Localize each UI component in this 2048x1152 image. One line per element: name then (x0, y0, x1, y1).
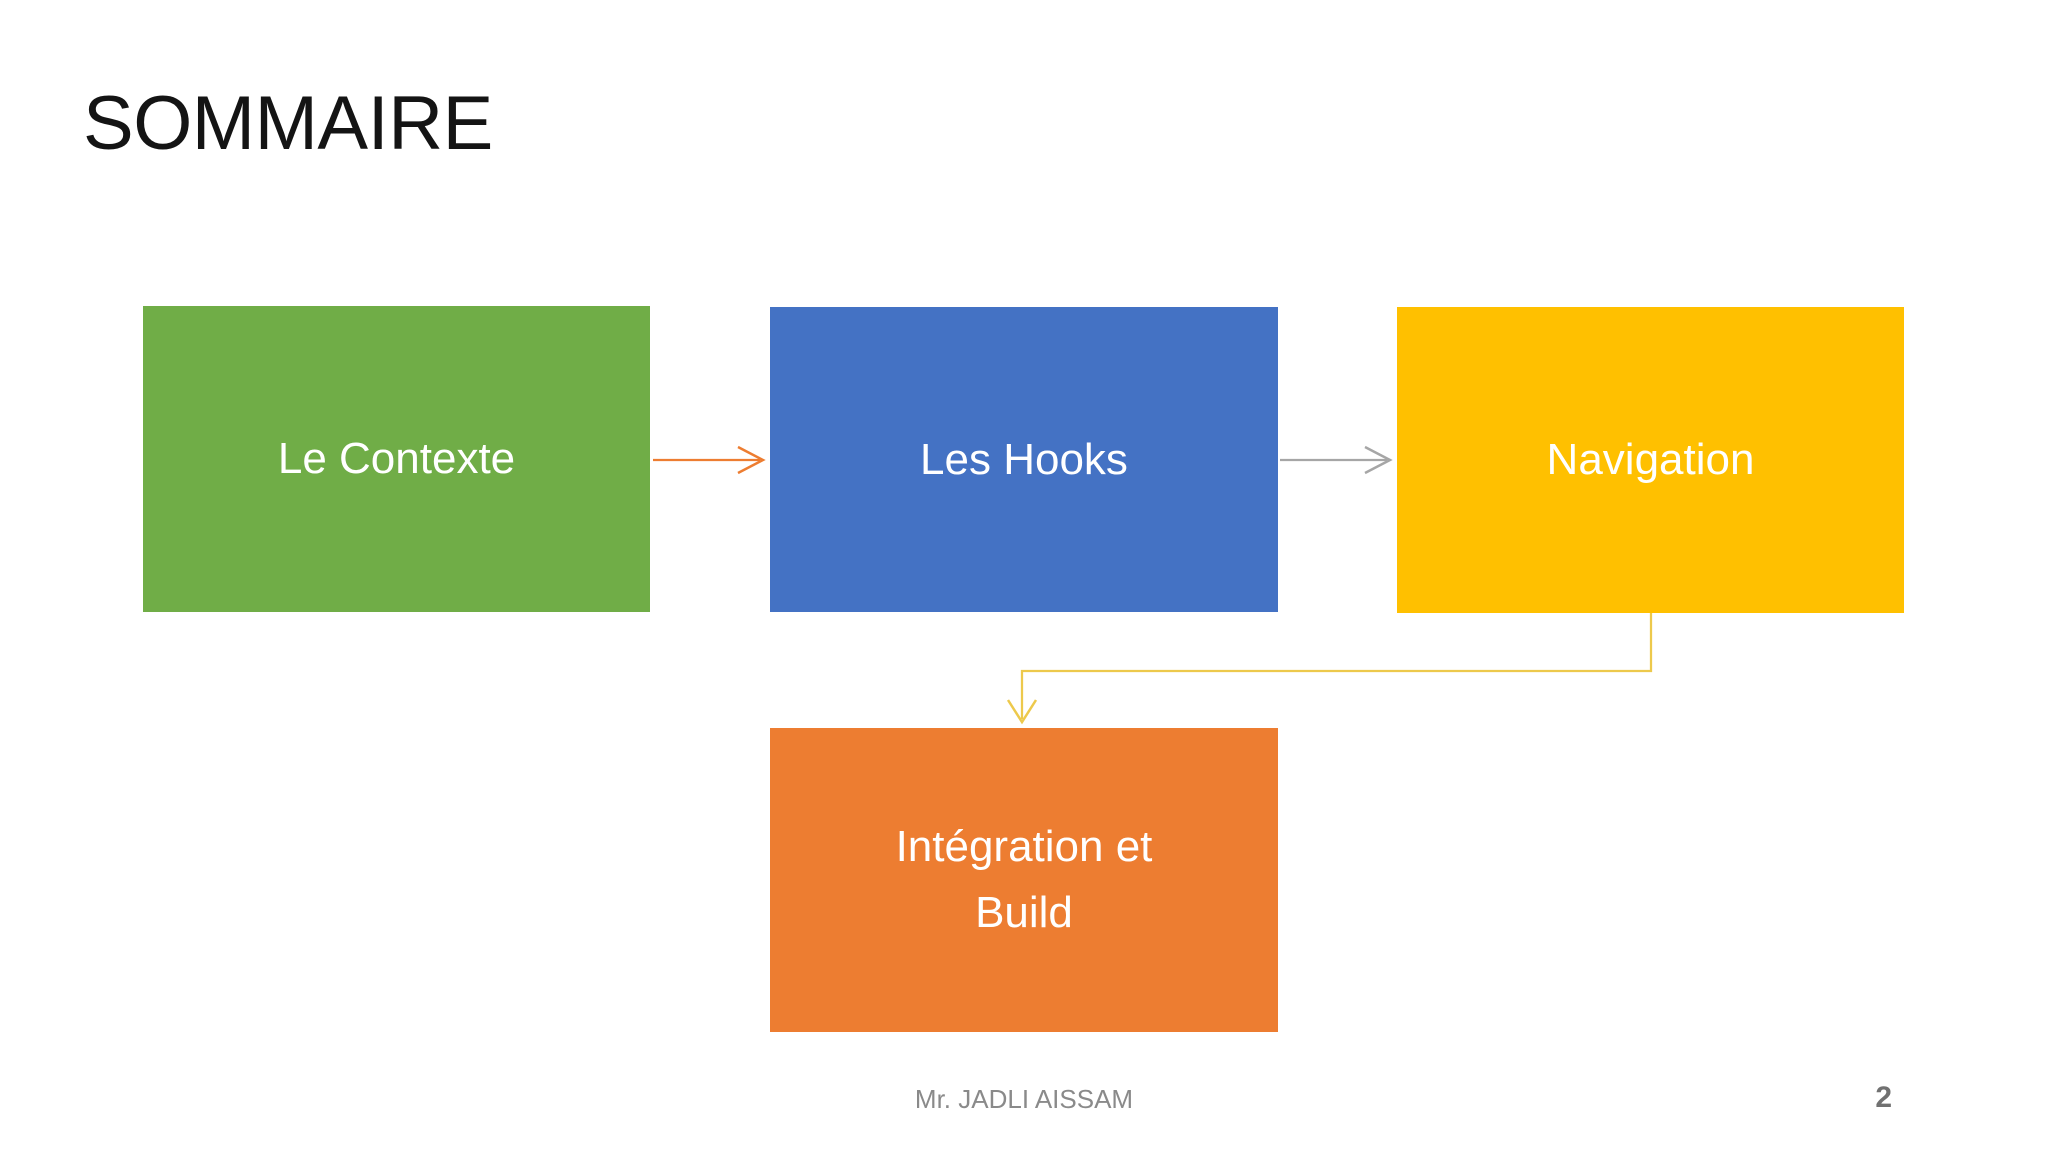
footer-author: Mr. JADLI AISSAM (914, 1084, 1134, 1114)
node-le-contexte: Le Contexte (143, 306, 650, 612)
node-navigation-label: Navigation (1546, 435, 1755, 484)
arrow-contexte-to-hooks (653, 445, 766, 475)
node-integration-build-label: Intégration et Build (895, 822, 1153, 937)
node-les-hooks-label: Les Hooks (920, 434, 1128, 484)
node-les-hooks: Les Hooks (770, 307, 1278, 612)
node-navigation: Navigation (1397, 307, 1904, 613)
node-le-contexte-label: Le Contexte (277, 434, 516, 483)
arrow-hooks-to-navigation (1280, 445, 1393, 475)
slide-title: SOMMAIRE (83, 81, 493, 166)
elbow-arrow-navigation-to-integration (1006, 613, 1653, 725)
node-integration-build: Intégration et Build (770, 728, 1278, 1032)
page-number: 2 (1875, 1081, 1892, 1114)
